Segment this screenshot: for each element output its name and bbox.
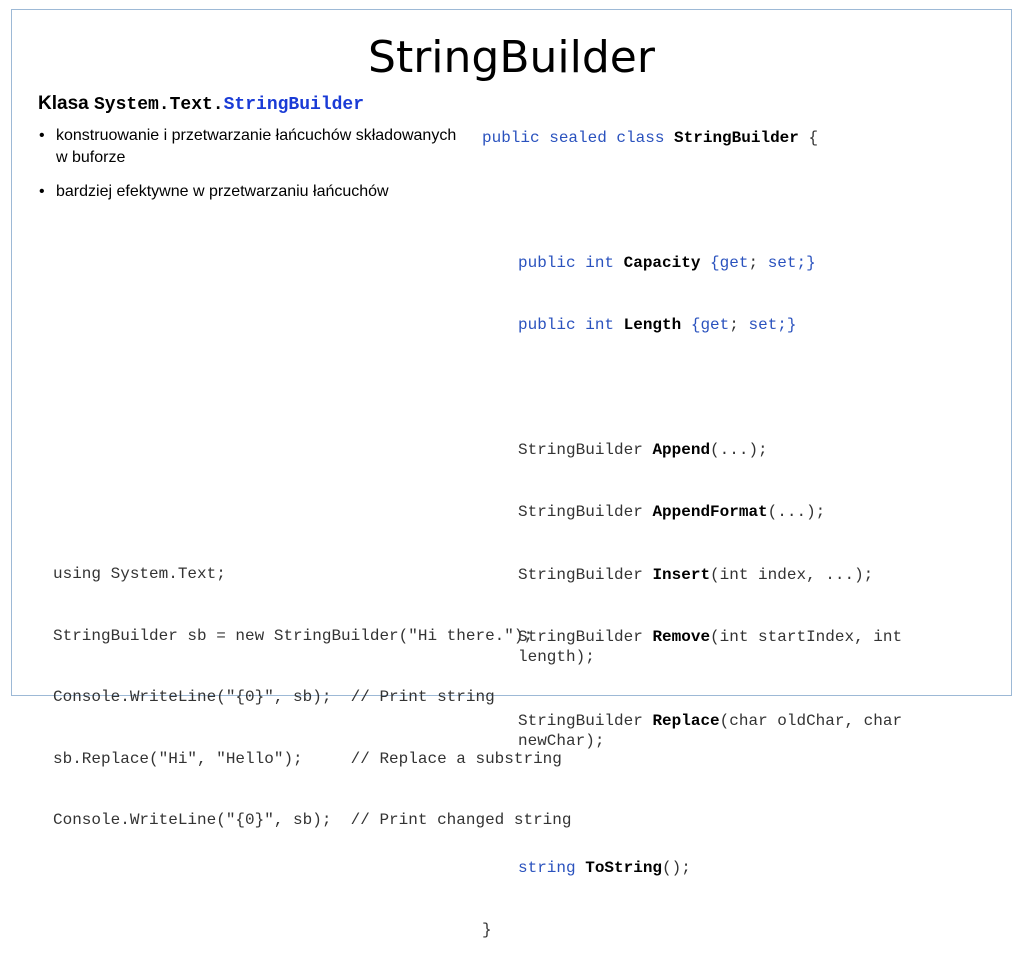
code-keyword: public sealed class <box>482 129 665 147</box>
code-keyword: get <box>700 316 730 335</box>
code-member-name: Insert <box>652 565 711 584</box>
code-line: StringBuilder sb = new StringBuilder("Hi… <box>53 626 534 645</box>
code-class-name: StringBuilder <box>674 129 799 147</box>
code-brace: ;} <box>777 316 797 335</box>
code-brace: } <box>482 920 492 939</box>
bullet-item: • bardziej efektywne w przetwarzaniu łańc… <box>38 181 468 203</box>
code-line: sb.Replace("Hi", "Hello"); // Replace a … <box>53 749 562 768</box>
code-args-continuation: length); <box>518 648 595 667</box>
code-args: (int index, ...); <box>710 565 874 584</box>
code-punct: ; <box>748 253 759 272</box>
code-punct: ; <box>729 316 739 335</box>
code-line-method: StringBuilder Remove(int startIndex, int… <box>482 627 1002 675</box>
code-line: Console.WriteLine("{0}", sb); // Print c… <box>53 811 572 829</box>
code-keyword: set <box>767 253 797 272</box>
bullet-item: • konstruowanie i przetwarzanie łańcuchów… <box>38 125 468 169</box>
bullet-text: konstruowanie i przetwarzanie łańcuchów … <box>56 127 457 166</box>
code-member-name: ToString <box>585 858 663 877</box>
code-blank-line <box>482 378 1002 404</box>
bullet-dot-icon: • <box>39 183 45 200</box>
slide-frame <box>11 9 1012 696</box>
code-args: (char oldChar, char <box>719 712 903 731</box>
left-column: Klasa System.Text.StringBuilder • konstru… <box>38 90 468 215</box>
code-line: using System.Text; <box>53 565 226 583</box>
code-line-method: StringBuilder AppendFormat(...); <box>482 502 1002 528</box>
code-line-property: public int Length {get; set;} <box>482 315 1002 341</box>
bullet-text: bardziej efektywne w przetwarzaniu łańcu… <box>56 183 389 200</box>
code-brace: ;} <box>796 253 816 272</box>
code-line-method: StringBuilder Append(...); <box>482 440 1002 466</box>
code-keyword: public int <box>518 253 615 272</box>
heading-class-name: StringBuilder <box>223 95 365 115</box>
code-keyword: get <box>719 253 749 272</box>
bullet-list: • konstruowanie i przetwarzanie łańcuchów… <box>38 125 468 203</box>
code-args: (); <box>662 858 691 877</box>
code-line-method: StringBuilder Insert(int index, ...); <box>482 565 1002 591</box>
code-args: (...); <box>710 440 768 459</box>
code-member-name: Capacity <box>623 253 701 272</box>
code-member-name: Append <box>652 440 711 459</box>
code-return-type: StringBuilder <box>518 628 643 647</box>
code-member-name: Length <box>623 316 682 335</box>
code-line-closing: } <box>482 920 1002 946</box>
code-blank-line <box>482 190 1002 216</box>
code-line-method: string ToString(); <box>482 858 1002 884</box>
code-keyword: set <box>748 316 778 335</box>
bullet-dot-icon: • <box>39 127 45 144</box>
code-return-type: StringBuilder <box>518 565 643 584</box>
code-args-continuation: newChar); <box>518 732 605 751</box>
code-member-name: AppendFormat <box>652 503 768 522</box>
usage-example-code: using System.Text; StringBuilder sb = ne… <box>53 528 571 854</box>
heading-namespace: System.Text. <box>93 95 224 115</box>
code-member-name: Replace <box>652 712 720 731</box>
code-member-name: Remove <box>652 628 711 647</box>
code-args: (int startIndex, int <box>710 628 903 647</box>
class-heading: Klasa System.Text.StringBuilder <box>38 90 468 119</box>
heading-prefix: Klasa <box>38 93 94 114</box>
code-line: Console.WriteLine("{0}", sb); // Print s… <box>53 688 495 706</box>
code-brace: { <box>808 129 819 147</box>
code-return-type: StringBuilder <box>518 503 643 522</box>
slide-title: StringBuilder <box>368 32 655 83</box>
code-line-property: public int Capacity {get; set;} <box>482 253 1002 279</box>
code-keyword: public int <box>518 316 615 335</box>
code-keyword: string <box>518 858 576 877</box>
code-return-type: StringBuilder <box>518 440 643 459</box>
code-brace: { <box>690 316 701 335</box>
code-line-declaration: public sealed class StringBuilder { <box>482 128 1002 154</box>
code-brace: { <box>710 253 720 272</box>
code-args: (...); <box>767 503 826 522</box>
